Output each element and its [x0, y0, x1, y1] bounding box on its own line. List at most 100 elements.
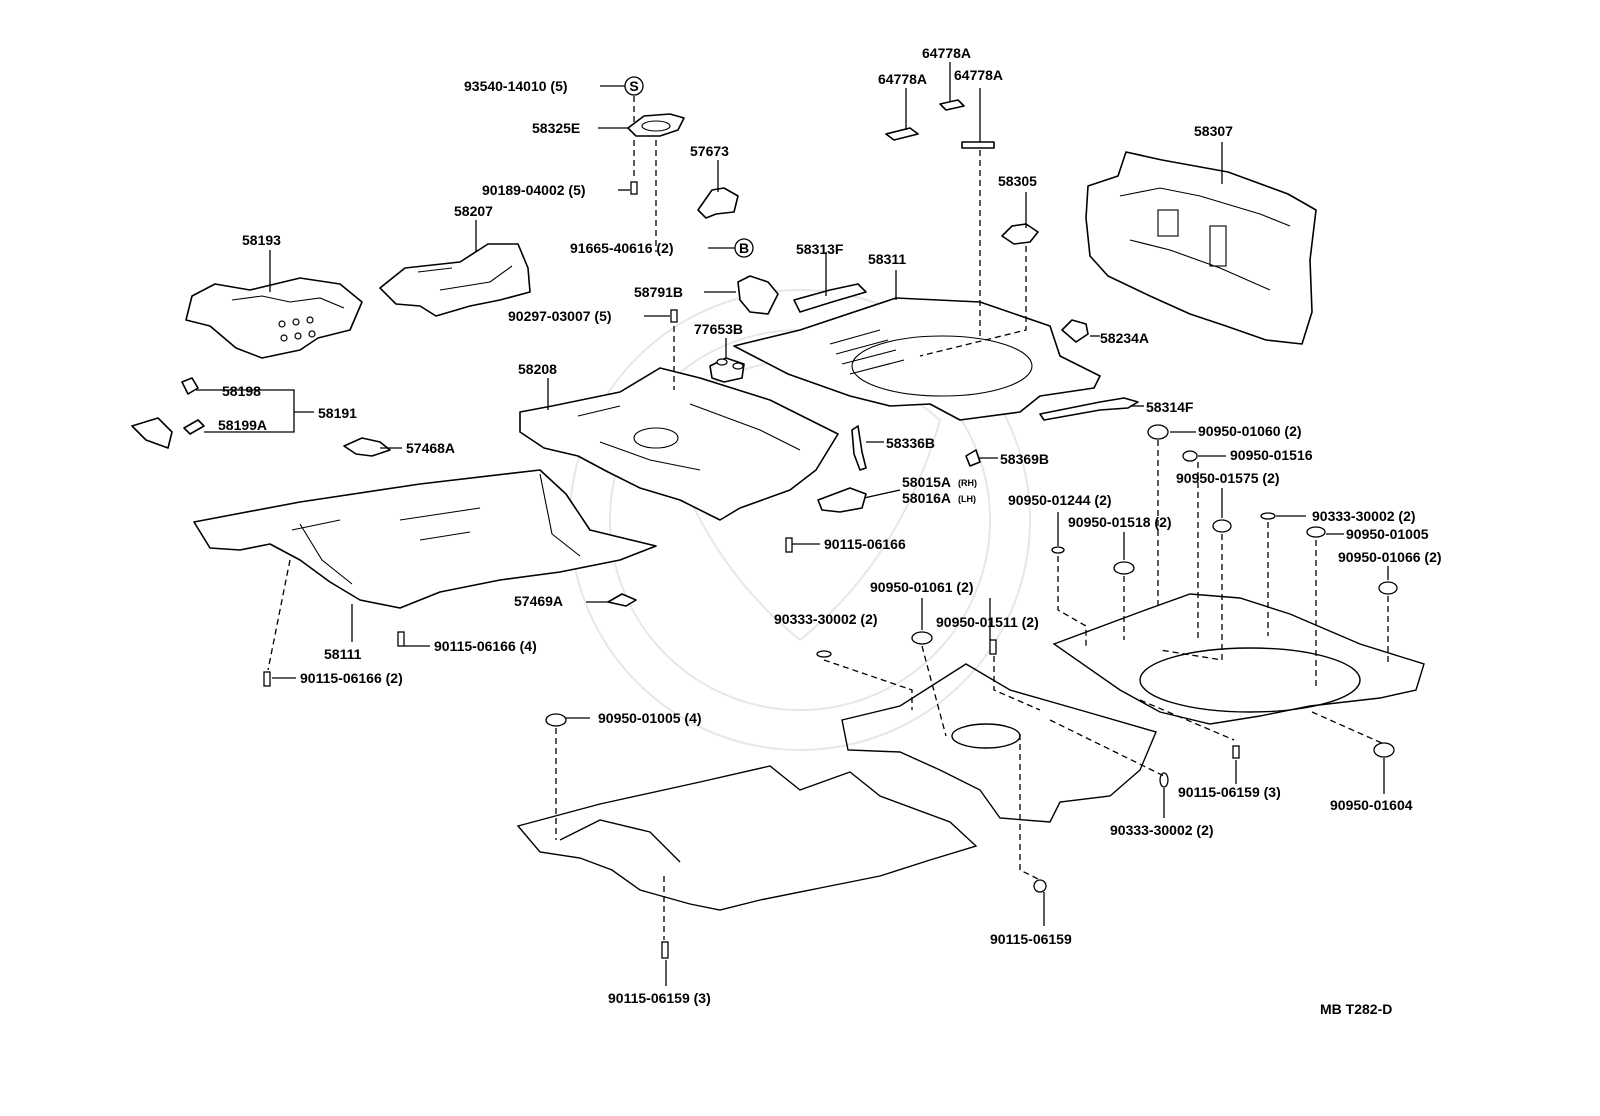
part-58198-drawing [181, 377, 199, 395]
part-58307-drawing [1085, 151, 1317, 345]
label-90950-01060: 90950-01060 (2) [1198, 423, 1302, 439]
bolt-90189-icon [630, 181, 638, 195]
bolt-90115-06159-icon [1033, 879, 1047, 893]
label-90950-01575: 90950-01575 (2) [1176, 470, 1280, 486]
label-58791B: 58791B [634, 284, 683, 300]
label-57468A: 57468A [406, 440, 455, 456]
label-90950-01244: 90950-01244 (2) [1008, 492, 1112, 508]
label-90950-01516: 90950-01516 [1230, 447, 1313, 463]
fasteners [263, 181, 1398, 959]
svg-text:B: B [739, 240, 749, 256]
label-58193: 58193 [242, 232, 281, 248]
label-90950-01005-4: 90950-01005 (4) [598, 710, 702, 726]
bolt-90115-06166-2-icon [263, 671, 271, 687]
label-58016A-suffix: (LH) [958, 494, 976, 504]
grommet-90950-01518-icon [1113, 561, 1135, 575]
grommet-90950-01005-a-icon [1306, 526, 1326, 538]
part-58234A-drawing [1061, 319, 1089, 343]
label-57469A: 57469A [514, 593, 563, 609]
label-90950-01604: 90950-01604 [1330, 797, 1413, 813]
part-58305-drawing [1001, 223, 1039, 245]
screw-90297-icon [670, 309, 678, 323]
label-90115-06159-3b: 90115-06159 (3) [608, 990, 711, 1006]
label-58208: 58208 [518, 361, 557, 377]
label-77653B: 77653B [694, 321, 743, 337]
plug-90333-30002-a-icon [1260, 512, 1276, 520]
part-57469A-drawing [607, 593, 637, 607]
label-58207: 58207 [454, 203, 493, 219]
clip-90950-01511-icon [989, 639, 997, 655]
plug-90333-30002-c-icon [1159, 772, 1169, 788]
grommet-90950-01604-icon [1373, 742, 1395, 758]
label-90950-01518: 90950-01518 (2) [1068, 514, 1172, 530]
label-93540-14010: 93540-14010 (5) [464, 78, 568, 94]
part-77653B-drawing [709, 357, 745, 383]
plug-90333-30002-b-icon [816, 650, 832, 658]
grommet-90950-01244-icon [1051, 546, 1065, 554]
part-58311-drawing [733, 297, 1101, 421]
label-58307: 58307 [1194, 123, 1233, 139]
grommet-90950-01516-icon [1182, 450, 1198, 462]
part-58199A-drawing [131, 417, 205, 449]
svg-text:S: S [629, 78, 638, 94]
bolt-90115-06166-4-icon [397, 631, 405, 647]
grommet-90950-01060-icon [1147, 424, 1169, 440]
label-90115-06166-2: 90115-06166 (2) [300, 670, 403, 686]
part-58193-drawing [185, 277, 363, 359]
part-58336B-drawing [851, 425, 867, 471]
label-64778A-c: 64778A [954, 67, 1003, 83]
label-58305: 58305 [998, 173, 1037, 189]
label-90115-06166-4: 90115-06166 (4) [434, 638, 537, 654]
label-58234A: 58234A [1100, 330, 1149, 346]
label-90950-01005-a: 90950-01005 [1346, 526, 1429, 542]
diagram-code: MB T282-D [1320, 1001, 1392, 1017]
label-58313F: 58313F [796, 241, 844, 257]
s-marker: S [624, 76, 644, 96]
part-58015A-drawing [817, 487, 867, 513]
assembly-lines [267, 96, 1389, 940]
label-58369B: 58369B [1000, 451, 1049, 467]
label-90333-30002-b: 90333-30002 (2) [774, 611, 878, 627]
label-58015A: 58015A [902, 474, 951, 490]
label-58111: 58111 [324, 646, 362, 662]
label-58199A: 58199A [218, 417, 267, 433]
label-58336B: 58336B [886, 435, 935, 451]
label-90297-03007: 90297-03007 (5) [508, 308, 612, 324]
label-58311: 58311 [868, 251, 906, 267]
leader-lines [196, 62, 1389, 986]
grommet-90950-01575-icon [1212, 519, 1232, 533]
part-58791B-drawing [737, 275, 779, 315]
label-90950-01511: 90950-01511 (2) [936, 614, 1039, 630]
part-labels: 93540-14010 (5) 58325E 90189-04002 (5) 5… [218, 45, 1442, 1017]
part-58207-drawing [379, 243, 531, 317]
part-57673-drawing [697, 187, 739, 219]
part-58314F-drawing [1039, 397, 1139, 421]
label-90115-06166-a: 90115-06166 [824, 536, 906, 552]
label-58191: 58191 [318, 405, 357, 421]
label-90189-04002: 90189-04002 (5) [482, 182, 586, 198]
label-58314F: 58314F [1146, 399, 1194, 415]
label-90333-30002-c: 90333-30002 (2) [1110, 822, 1214, 838]
rear-floor-silencer-drawing [1052, 593, 1425, 725]
bolt-90115-06159-3a-icon [1232, 745, 1240, 759]
part-64778A-drawing [885, 99, 995, 149]
label-90950-01061: 90950-01061 (2) [870, 579, 974, 595]
b-marker: B [734, 238, 754, 258]
label-90115-06159: 90115-06159 [990, 931, 1072, 947]
part-58208-drawing [519, 367, 839, 521]
part-58369B-drawing [965, 449, 981, 467]
label-90115-06159-3a: 90115-06159 (3) [1178, 784, 1281, 800]
label-64778A-a: 64778A [922, 45, 971, 61]
label-58015A-suffix: (RH) [958, 478, 977, 488]
bolt-90115-06166-a-icon [785, 537, 793, 553]
label-58325E: 58325E [532, 120, 580, 136]
part-58325E-drawing [627, 113, 685, 137]
label-58198: 58198 [222, 383, 261, 399]
part-57468A-drawing [343, 437, 391, 457]
grommet-90950-01066-icon [1378, 581, 1398, 595]
label-57673: 57673 [690, 143, 729, 159]
label-90950-01066: 90950-01066 (2) [1338, 549, 1442, 565]
label-90333-30002-a: 90333-30002 (2) [1312, 508, 1416, 524]
front-floor-silencer-drawing [516, 765, 978, 911]
